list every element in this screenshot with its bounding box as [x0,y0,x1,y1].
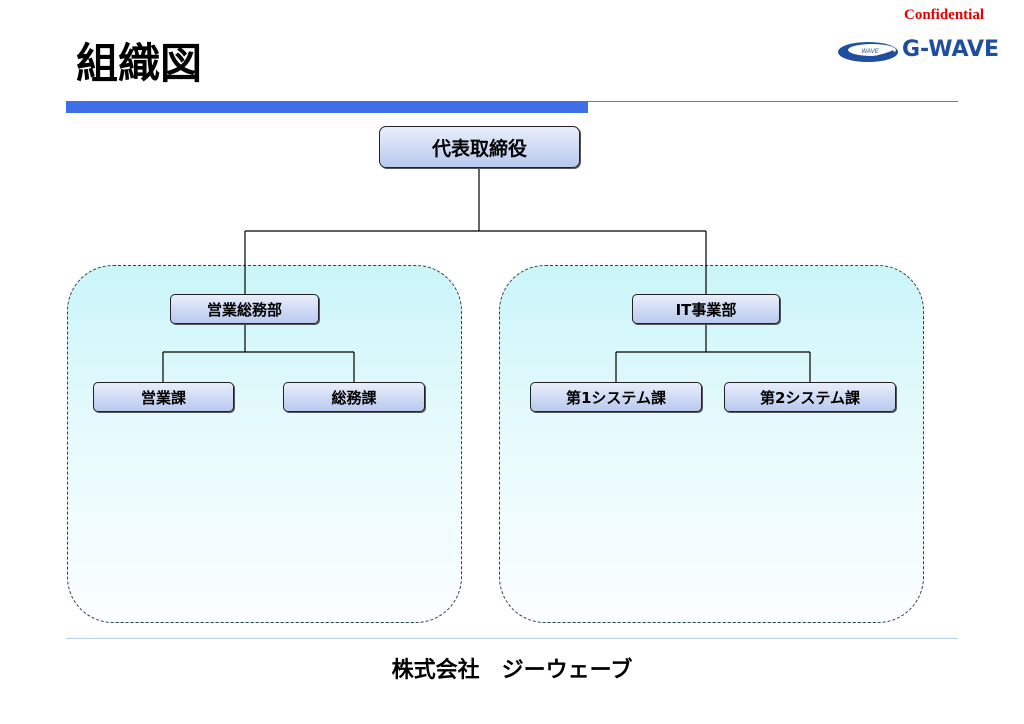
org-node-section-system-1: 第1システム課 [530,382,702,412]
confidential-label: Confidential [903,7,984,23]
g-wave-logo-icon: WAVE [838,42,898,62]
page-title: 組織図 [76,39,203,88]
org-node-dept-sales-admin: 営業総務部 [170,294,319,324]
logo-small-text: WAVE [861,49,879,55]
org-node-section-sales: 営業課 [93,382,234,412]
org-node-ceo: 代表取締役 [379,126,580,168]
footer-company-name: 株式会社 ジーウェーブ [391,658,633,683]
title-underline-rule [588,101,958,102]
org-node-dept-it: IT事業部 [632,294,780,324]
title-underline-bar [66,101,588,113]
org-node-section-system-2: 第2システム課 [724,382,896,412]
org-node-section-admin: 総務課 [283,382,425,412]
department-panel-it [499,265,924,623]
logo-text: G-WAVE [902,37,1000,62]
footer-divider [66,638,958,639]
department-panel-sales-admin [67,265,462,623]
